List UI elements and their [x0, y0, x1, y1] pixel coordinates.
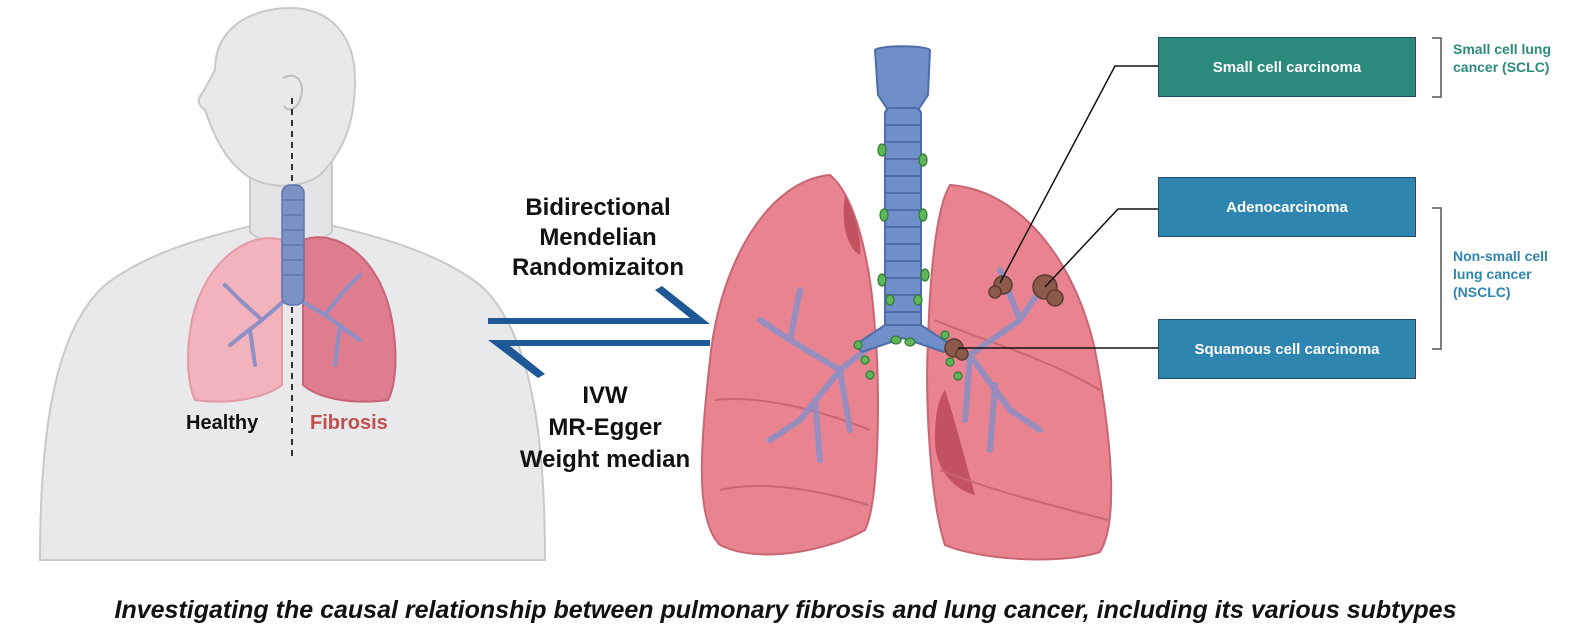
group-label-line: cancer (SCLC) [1453, 59, 1550, 75]
group-brackets [1432, 37, 1442, 350]
mr-design-label: Bidirectional Mendelian Randomizaiton [488, 193, 708, 283]
method-line: Bidirectional [525, 194, 671, 221]
method-line: Weight median [519, 446, 691, 473]
group-label-line: lung cancer [1453, 266, 1532, 282]
bidirectional-arrows [488, 286, 710, 378]
fibrosis-label: Fibrosis [310, 412, 388, 434]
small-cell-carcinoma-box: Small cell carcinoma [1158, 37, 1416, 97]
trachea-lungs-illustration [700, 45, 1113, 561]
mr-analysis-methods: IVW MR-Egger Weight median [480, 380, 730, 476]
nsclc-group-label: Non-small cell lung cancer (NSCLC) [1453, 247, 1568, 301]
healthy-lung [187, 237, 283, 403]
tumor-icon [944, 274, 1064, 361]
human-torso-illustration [38, 6, 547, 561]
group-label-line: Non-small cell [1453, 248, 1548, 264]
group-label-line: (NSCLC) [1453, 284, 1511, 300]
method-line: IVW [582, 382, 628, 409]
fibrosis-lung [302, 236, 397, 403]
squamous-cell-carcinoma-box: Squamous cell carcinoma [1158, 319, 1416, 379]
group-label-line: Small cell lung [1453, 41, 1552, 57]
figure-caption: Investigating the causal relationship be… [114, 596, 1457, 624]
method-line: MR-Egger [548, 414, 662, 441]
method-line: Mendelian [539, 224, 657, 251]
healthy-label: Healthy [186, 412, 259, 434]
sclc-group-label: Small cell lung cancer (SCLC) [1453, 40, 1568, 76]
subtype-connectors [958, 65, 1158, 349]
method-line: Randomizaiton [512, 254, 684, 281]
lymph-node-icon [853, 143, 963, 381]
adenocarcinoma-box: Adenocarcinoma [1158, 177, 1416, 237]
